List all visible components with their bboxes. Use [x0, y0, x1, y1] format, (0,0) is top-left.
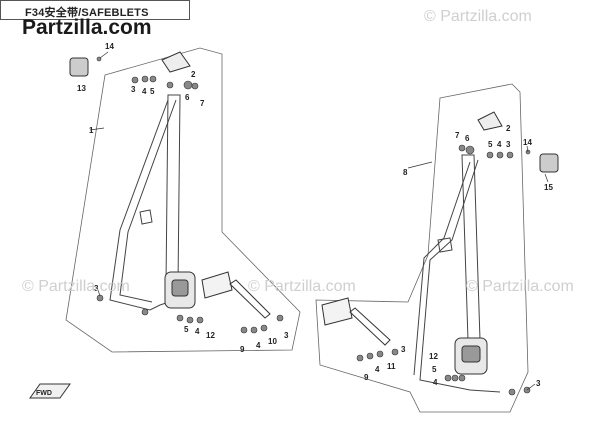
callout-9: 9 [364, 373, 369, 382]
diagram-title: F34安全带/SAFEBLETS [25, 7, 149, 19]
callout-4c: 4 [433, 378, 438, 387]
right-assembly-outline [315, 83, 529, 413]
callout-8: 8 [403, 168, 408, 177]
right-callouts: 2 7 6 5 4 3 14 15 8 4 9 11 3 12 5 4 3 [364, 124, 553, 388]
left-guide-anchor [69, 51, 191, 77]
callout-1: 1 [89, 126, 94, 135]
callout-4: 4 [142, 87, 147, 96]
watermark: © Partzilla.com [424, 8, 532, 25]
left-retractor [164, 271, 196, 309]
callout-5: 5 [488, 140, 493, 149]
callout-5b: 5 [432, 365, 437, 374]
leader-lines [89, 51, 549, 391]
watermark: © Partzilla.com [22, 278, 130, 295]
callout-3b: 3 [401, 345, 406, 354]
left-fasteners [96, 56, 284, 334]
callout-6: 6 [465, 134, 470, 143]
right-guide-anchor [477, 111, 559, 173]
callout-7: 7 [200, 99, 205, 108]
callout-5: 5 [150, 87, 155, 96]
watermark: © Partzilla.com [466, 278, 574, 295]
callout-13: 13 [77, 84, 86, 93]
fwd-label: FWD [36, 390, 52, 397]
callout-3c: 3 [536, 379, 541, 388]
callout-2: 2 [191, 70, 196, 79]
callout-4: 4 [497, 140, 502, 149]
callout-4b: 4 [195, 327, 200, 336]
right-fasteners [356, 144, 531, 396]
right-retractor [454, 337, 488, 375]
callout-4c: 4 [256, 341, 261, 350]
watermark: © Partzilla.com [248, 278, 356, 295]
callout-3: 3 [131, 85, 136, 94]
callout-11: 11 [387, 362, 396, 371]
callout-9: 9 [240, 345, 245, 354]
left-assembly-outline [65, 47, 301, 353]
callout-12: 12 [206, 331, 215, 340]
callout-14: 14 [105, 42, 114, 51]
callout-4b: 4 [375, 365, 380, 374]
left-buckle [201, 271, 271, 319]
callout-14: 14 [523, 138, 532, 147]
watermark-main: Partzilla.com [22, 16, 152, 39]
left-callouts: 14 13 2 3 4 5 6 7 1 3 5 4 12 9 4 10 3 [77, 42, 289, 354]
callout-15: 15 [544, 183, 553, 192]
right-buckle [321, 297, 391, 346]
callout-10: 10 [268, 337, 277, 346]
callout-5b: 5 [184, 325, 189, 334]
callout-3b: 3 [94, 284, 99, 293]
callout-12: 12 [429, 352, 438, 361]
callout-3c: 3 [284, 331, 289, 340]
diagram-title-box: F34安全带/SAFEBLETS [0, 0, 190, 20]
fwd-arrow: FWD [29, 383, 71, 399]
callout-7: 7 [455, 131, 460, 140]
callout-6: 6 [185, 93, 190, 102]
callout-3: 3 [506, 140, 511, 149]
callout-2: 2 [506, 124, 511, 133]
